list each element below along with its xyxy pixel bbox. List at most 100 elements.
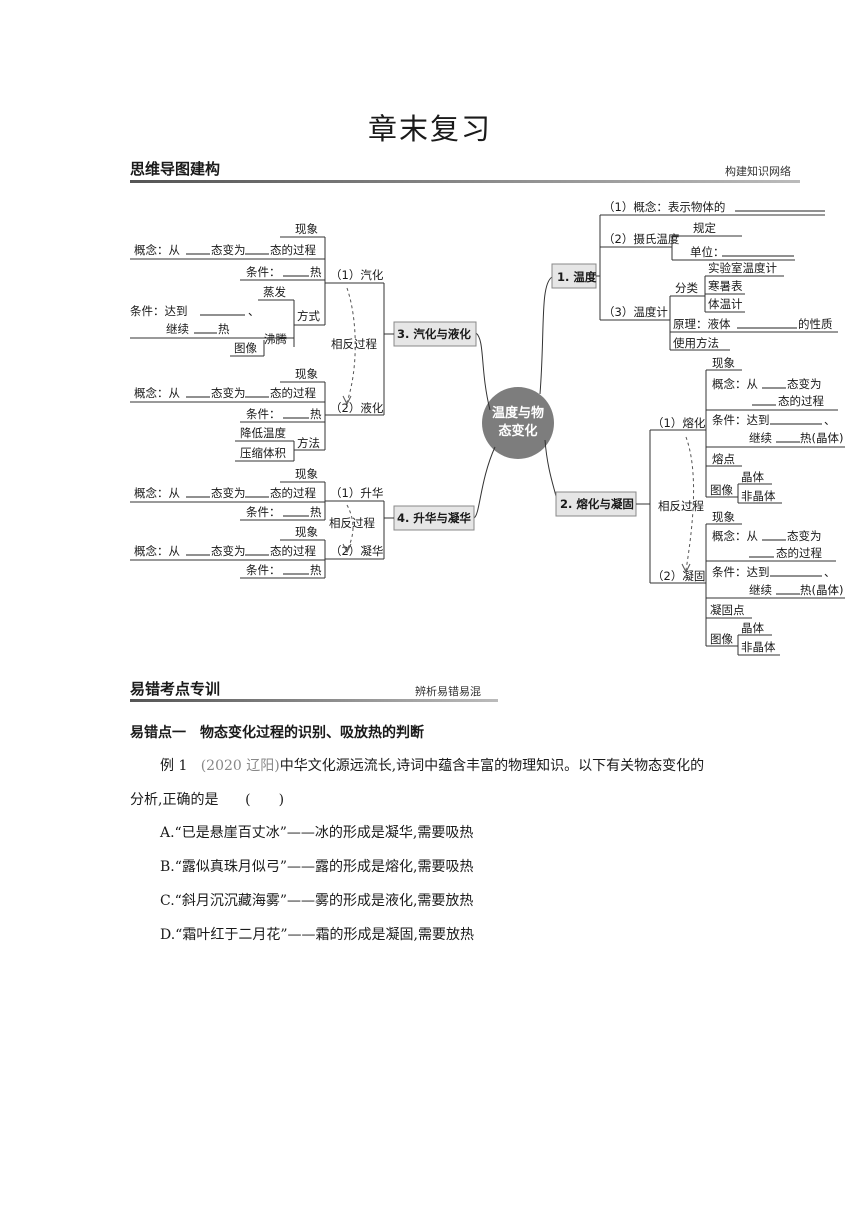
svg-text:、: 、 <box>248 304 260 318</box>
svg-text:晶体: 晶体 <box>741 621 764 635</box>
svg-text:（2）摄氏温度: （2）摄氏温度 <box>603 232 680 246</box>
svg-text:条件：: 条件： <box>246 505 281 519</box>
svg-text:态变为: 态变为 <box>211 386 246 400</box>
section-divider <box>130 180 800 183</box>
svg-text:热(晶体): 热(晶体) <box>800 583 843 597</box>
branch-melting-freezing: 2. 熔化与凝固 （1）熔化 （2）凝固 相反过程 现象 概念：从 态变为 态的… <box>555 356 845 656</box>
svg-text:态的过程: 态的过程 <box>270 486 316 500</box>
svg-text:（3）温度计: （3）温度计 <box>603 305 668 319</box>
svg-text:图像: 图像 <box>710 483 733 497</box>
svg-text:态变为: 态变为 <box>787 529 822 543</box>
branch-temperature: 1. 温度 （1）概念：表示物体的 （2）摄氏温度 规定 单位： （3）温度计 … <box>551 200 838 351</box>
svg-text:非晶体: 非晶体 <box>741 489 776 503</box>
svg-text:继续: 继续 <box>749 583 772 597</box>
svg-text:现象: 现象 <box>712 356 735 370</box>
svg-text:态的过程: 态的过程 <box>778 394 824 408</box>
svg-text:（1）汽化: （1）汽化 <box>330 268 384 282</box>
svg-text:条件：达到: 条件：达到 <box>712 565 770 579</box>
svg-text:继续: 继续 <box>166 322 189 336</box>
svg-text:现象: 现象 <box>295 222 318 236</box>
svg-text:规定: 规定 <box>693 221 716 235</box>
option-b[interactable]: B.“露似真珠月似弓”——露的形成是熔化,需要吸热 <box>160 859 474 875</box>
section-errors-title: 易错考点专训 <box>130 680 221 698</box>
svg-text:2. 熔化与凝固: 2. 熔化与凝固 <box>560 497 634 511</box>
svg-text:（1）概念：表示物体的: （1）概念：表示物体的 <box>603 200 725 214</box>
svg-text:现象: 现象 <box>295 367 318 381</box>
svg-text:沸腾: 沸腾 <box>264 332 287 346</box>
example-stem-cont: 分析,正确的是 <box>130 792 219 808</box>
svg-text:相反过程: 相反过程 <box>658 499 704 513</box>
svg-text:使用方法: 使用方法 <box>673 336 719 350</box>
svg-text:图像: 图像 <box>710 632 733 646</box>
svg-text:态变化: 态变化 <box>498 423 537 439</box>
section-errors-subtitle: 辨析易错易混 <box>415 685 481 698</box>
svg-text:相反过程: 相反过程 <box>331 337 377 351</box>
svg-text:概念：从: 概念：从 <box>712 529 758 543</box>
svg-text:态变为: 态变为 <box>787 377 822 391</box>
svg-text:（2）凝固: （2）凝固 <box>652 569 705 583</box>
svg-text:热: 热 <box>310 505 322 519</box>
svg-text:态变为: 态变为 <box>211 544 246 558</box>
svg-text:热: 热 <box>218 322 230 336</box>
svg-text:方法: 方法 <box>297 436 320 450</box>
svg-text:3. 汽化与液化: 3. 汽化与液化 <box>397 327 471 341</box>
svg-text:寒暑表: 寒暑表 <box>708 279 743 293</box>
error-point-title: 易错点一 物态变化过程的识别、吸放热的判断 <box>130 725 424 741</box>
svg-text:热: 热 <box>310 265 322 279</box>
svg-text:态的过程: 态的过程 <box>270 386 316 400</box>
svg-text:概念：从: 概念：从 <box>134 486 180 500</box>
svg-text:概念：从: 概念：从 <box>134 243 180 257</box>
svg-text:（2）液化: （2）液化 <box>330 401 384 415</box>
svg-text:条件：: 条件： <box>246 563 281 577</box>
svg-text:实验室温度计: 实验室温度计 <box>708 261 777 275</box>
svg-text:相反过程: 相反过程 <box>329 516 375 530</box>
svg-text:概念：从: 概念：从 <box>712 377 758 391</box>
svg-text:热: 热 <box>310 407 322 421</box>
svg-text:（2）凝华: （2）凝华 <box>330 544 383 558</box>
option-d[interactable]: D.“霜叶红于二月花”——霜的形成是凝固,需要放热 <box>160 927 474 943</box>
svg-text:态变为: 态变为 <box>211 486 246 500</box>
svg-text:分类: 分类 <box>675 281 698 295</box>
svg-text:（1）升华: （1）升华 <box>330 486 383 500</box>
svg-text:4. 升华与凝华: 4. 升华与凝华 <box>397 511 471 525</box>
section-mindmap-title: 思维导图建构 <box>130 160 221 178</box>
svg-text:的性质: 的性质 <box>798 317 833 331</box>
section-mindmap-subtitle: 构建知识网络 <box>725 165 791 178</box>
svg-text:温度与物: 温度与物 <box>492 405 544 421</box>
svg-text:降低温度: 降低温度 <box>240 426 286 440</box>
svg-text:概念：从: 概念：从 <box>134 386 180 400</box>
example-stem-line1: 例 1 (2020 辽阳)中华文化源远流长,诗词中蕴含丰富的物理知识。以下有关物… <box>160 755 704 775</box>
mind-map: 温度与物 态变化 1. 温度 （1）概念：表示物体的 （2）摄氏温度 规定 单位… <box>130 200 845 656</box>
svg-text:态的过程: 态的过程 <box>270 544 316 558</box>
svg-text:非晶体: 非晶体 <box>741 640 776 654</box>
svg-text:态的过程: 态的过程 <box>270 243 316 257</box>
svg-text:现象: 现象 <box>295 525 318 539</box>
svg-text:条件：: 条件： <box>246 265 281 279</box>
svg-text:现象: 现象 <box>712 510 735 524</box>
svg-text:方式: 方式 <box>297 309 320 323</box>
svg-text:晶体: 晶体 <box>741 470 764 484</box>
svg-text:热(晶体): 热(晶体) <box>800 431 843 445</box>
example-stem: 中华文化源远流长,诗词中蕴含丰富的物理知识。以下有关物态变化的 <box>279 758 705 774</box>
svg-text:凝固点: 凝固点 <box>710 603 745 617</box>
example-label: 例 1 <box>160 758 188 774</box>
svg-text:、: 、 <box>824 565 836 579</box>
svg-text:熔点: 熔点 <box>712 452 735 466</box>
svg-text:单位：: 单位： <box>690 245 725 259</box>
mindmap-center: 温度与物 态变化 <box>482 387 554 459</box>
svg-text:现象: 现象 <box>295 467 318 481</box>
svg-text:条件：达到: 条件：达到 <box>712 413 770 427</box>
option-a[interactable]: A.“已是悬崖百丈冰”——冰的形成是凝华,需要吸热 <box>160 825 474 841</box>
example-source: (2020 辽阳) <box>200 758 280 774</box>
svg-text:图像: 图像 <box>234 341 257 355</box>
svg-text:条件：达到: 条件：达到 <box>130 304 188 318</box>
svg-text:体温计: 体温计 <box>708 297 743 311</box>
option-c[interactable]: C.“斜月沉沉藏海雾”——雾的形成是液化,需要放热 <box>160 893 474 909</box>
svg-text:热: 热 <box>310 563 322 577</box>
svg-text:条件：: 条件： <box>246 407 281 421</box>
example-stem-line2: 分析,正确的是 ( ) <box>130 789 284 809</box>
svg-text:（1）熔化: （1）熔化 <box>652 416 706 430</box>
svg-text:态变为: 态变为 <box>211 243 246 257</box>
svg-text:压缩体积: 压缩体积 <box>240 446 286 460</box>
branch-sublimation-deposition: 4. 升华与凝华 （1）升华 （2）凝华 相反过程 现象 概念：从 态变为 态的… <box>130 467 475 579</box>
